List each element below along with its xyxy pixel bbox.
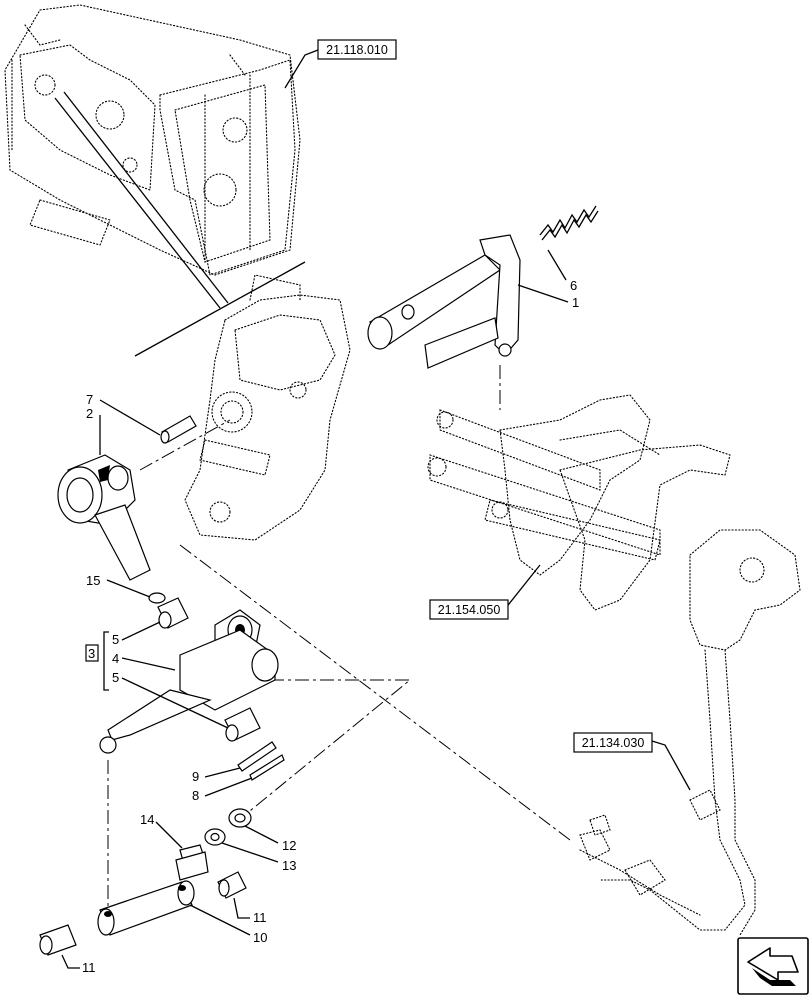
section-line xyxy=(134,261,306,357)
ring-part-15 xyxy=(148,592,166,604)
reference-label: 21.154.050 xyxy=(438,603,501,617)
sleeve-part-5-upper xyxy=(157,597,189,629)
callout-15: 15 xyxy=(86,573,151,598)
callout-12: 12 xyxy=(244,825,296,853)
washer-part-12 xyxy=(228,808,252,828)
callout-9: 9 xyxy=(192,767,241,784)
reference-label: 21.134.030 xyxy=(582,736,645,750)
alignment-lines xyxy=(107,365,571,930)
spring-part-6 xyxy=(539,205,599,241)
svg-text:14: 14 xyxy=(140,812,154,827)
callout-5-lower: 5 xyxy=(112,670,229,729)
svg-text:6: 6 xyxy=(570,278,577,293)
callout-1: 1 xyxy=(517,284,579,310)
leader-line xyxy=(63,91,229,304)
svg-text:8: 8 xyxy=(192,788,199,803)
arrow-icon[interactable] xyxy=(737,937,809,995)
roll-pin-part-9 xyxy=(237,741,277,772)
callout-13: 13 xyxy=(221,842,296,873)
leader-line xyxy=(54,97,221,309)
callout-2: 2 xyxy=(86,406,101,455)
svg-text:1: 1 xyxy=(572,295,579,310)
shift-forks xyxy=(427,394,731,611)
selector-rail-part-1 xyxy=(367,234,521,369)
svg-text:5: 5 xyxy=(112,670,119,685)
washer-part-13 xyxy=(204,828,226,846)
callout-11-left: 11 xyxy=(61,954,96,975)
pin-part-7 xyxy=(160,415,197,444)
gear-lever xyxy=(579,529,801,936)
bushing-part-2 xyxy=(57,454,151,581)
gearbox-housing xyxy=(4,4,301,276)
callout-5-upper: 5 xyxy=(112,621,161,647)
svg-text:3: 3 xyxy=(88,646,95,661)
svg-text:5: 5 xyxy=(112,632,119,647)
reference-box-gear-lever[interactable]: 21.134.030 xyxy=(573,732,691,791)
callout-14: 14 xyxy=(140,812,183,849)
svg-text:7: 7 xyxy=(86,392,93,407)
selector-housing xyxy=(184,274,351,541)
svg-text:10: 10 xyxy=(253,930,267,945)
selector-lever-part-4 xyxy=(99,609,279,754)
svg-text:9: 9 xyxy=(192,769,199,784)
svg-text:13: 13 xyxy=(282,858,296,873)
callout-6: 6 xyxy=(547,249,577,293)
svg-text:11: 11 xyxy=(253,910,267,925)
callout-8: 8 xyxy=(192,777,253,803)
leader-line xyxy=(284,49,319,89)
clip-part-11-left xyxy=(39,924,77,956)
clip-part-11-right xyxy=(217,871,247,899)
svg-text:4: 4 xyxy=(112,651,119,666)
reference-box-gearbox-housing[interactable]: 21.118.010 xyxy=(317,39,397,60)
callout-10: 10 xyxy=(189,904,267,945)
callout-11-right: 11 xyxy=(233,897,267,925)
callout-4: 4 xyxy=(112,651,176,671)
sleeve-part-5-lower xyxy=(224,707,261,742)
rod-part-10 xyxy=(97,880,195,936)
callout-group-3: 3 xyxy=(85,631,109,691)
svg-text:2: 2 xyxy=(86,406,93,421)
reference-label: 21.118.010 xyxy=(326,43,388,57)
reference-box-shift-forks[interactable]: 21.154.050 xyxy=(429,564,541,620)
stud-part-14 xyxy=(175,844,209,881)
svg-text:11: 11 xyxy=(82,960,96,975)
svg-text:12: 12 xyxy=(282,838,296,853)
callout-7: 7 xyxy=(86,392,161,436)
svg-text:15: 15 xyxy=(86,573,100,588)
